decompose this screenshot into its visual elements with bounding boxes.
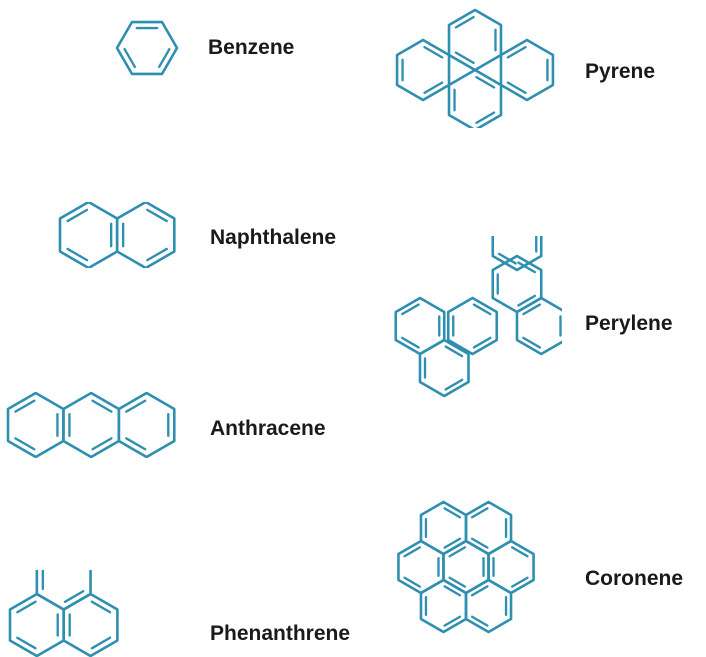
double-bond xyxy=(470,585,489,597)
ring-outline xyxy=(35,570,92,611)
double-bond xyxy=(146,247,168,262)
double-bond xyxy=(510,576,529,588)
double-bond xyxy=(510,546,529,558)
ring-outline xyxy=(418,338,470,398)
double-bond xyxy=(90,600,112,614)
double-bond xyxy=(448,546,467,558)
double-bond xyxy=(443,507,462,519)
double-bond xyxy=(400,336,420,349)
double-bond xyxy=(91,437,113,451)
double-bond xyxy=(454,51,475,65)
double-bond xyxy=(158,47,171,68)
ring-outline xyxy=(8,592,65,657)
naphthalene-structure xyxy=(58,202,176,268)
double-bond xyxy=(123,47,136,68)
benzene-label: Benzene xyxy=(208,36,295,59)
double-bond xyxy=(517,261,537,274)
pyrene-label: Pyrene xyxy=(585,60,656,83)
double-bond xyxy=(454,15,475,29)
ring-outline xyxy=(117,392,176,458)
double-bond xyxy=(472,336,492,349)
double-bond xyxy=(423,81,444,95)
double-bond xyxy=(423,45,444,59)
ring-outline xyxy=(62,392,121,458)
double-bond xyxy=(14,437,36,451)
double-bond xyxy=(444,345,464,358)
double-bond xyxy=(14,399,36,413)
double-bond xyxy=(470,507,489,519)
double-bond xyxy=(497,252,517,265)
double-bond xyxy=(403,576,422,588)
pyrene-structure xyxy=(395,8,555,128)
anthracene-label: Anthracene xyxy=(210,417,326,440)
ring-outline xyxy=(397,539,445,595)
coronene-structure xyxy=(397,500,535,634)
phenanthrene-label: Phenanthrene xyxy=(210,622,351,645)
double-bond xyxy=(443,615,462,627)
benzene-structure xyxy=(115,20,179,76)
double-bond xyxy=(506,45,527,59)
double-bond xyxy=(443,585,462,597)
double-bond xyxy=(16,636,37,650)
double-bond xyxy=(443,537,462,549)
double-bond xyxy=(63,590,85,603)
ring-outline xyxy=(499,38,555,102)
anthracene-structure xyxy=(6,392,176,458)
naphthalene-label: Naphthalene xyxy=(210,226,337,249)
double-bond xyxy=(90,636,112,650)
ring-outline xyxy=(442,539,490,595)
double-bond xyxy=(444,378,464,391)
double-bond xyxy=(403,546,422,558)
double-bond xyxy=(472,303,492,316)
ring-outline xyxy=(447,68,503,128)
ring-outline xyxy=(446,296,499,356)
ring-outline xyxy=(491,236,543,272)
double-bond xyxy=(517,294,537,307)
perylene-label: Perylene xyxy=(585,312,673,335)
double-bond xyxy=(470,537,489,549)
phenanthrene-structure xyxy=(8,570,119,657)
double-bond xyxy=(522,336,542,349)
double-bond xyxy=(125,437,147,451)
double-bond xyxy=(522,303,542,316)
ring-outline xyxy=(115,202,176,268)
ring-outline xyxy=(395,38,451,102)
ring-outline xyxy=(115,20,179,76)
double-bond xyxy=(470,615,489,627)
ring-outline xyxy=(515,296,562,356)
double-bond xyxy=(400,303,420,316)
ring-outline xyxy=(6,392,65,458)
perylene-structure xyxy=(394,236,562,398)
double-bond xyxy=(146,208,168,223)
double-bond xyxy=(91,399,113,413)
double-bond xyxy=(475,111,496,125)
double-bond xyxy=(66,208,89,223)
double-bond xyxy=(66,247,89,262)
ring-outline xyxy=(62,592,119,657)
double-bond xyxy=(125,399,147,413)
double-bond xyxy=(448,576,467,588)
ring-outline xyxy=(58,202,119,268)
double-bond xyxy=(506,81,527,95)
double-bond xyxy=(16,600,37,614)
ring-outline xyxy=(447,8,503,72)
double-bond xyxy=(475,75,496,89)
coronene-label: Coronene xyxy=(585,567,684,590)
